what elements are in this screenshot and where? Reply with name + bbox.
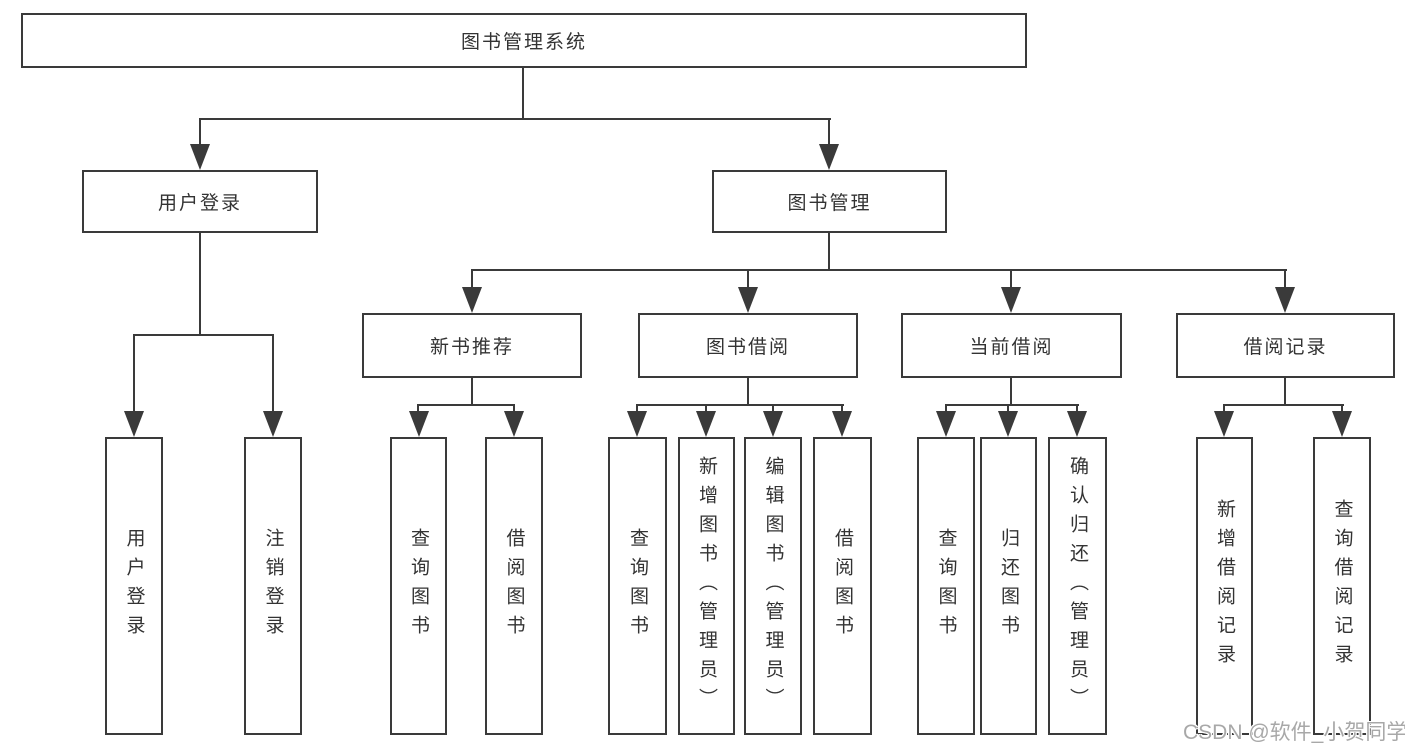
- leaf-current-query-books-label: 查询图书: [935, 528, 957, 644]
- line: [828, 118, 830, 150]
- arrow-head-icon: [696, 411, 716, 437]
- node-new-book-recommend: 新书推荐: [362, 313, 582, 378]
- arrow-head-icon: [1275, 287, 1295, 313]
- leaf-current-query-books: 查询图书: [917, 437, 975, 735]
- leaf-add-books-admin: 新增图书（管理员）: [678, 437, 735, 735]
- arrow-head-icon: [936, 411, 956, 437]
- line: [747, 269, 749, 291]
- leaf-logout-label: 注销登录: [262, 528, 284, 644]
- node-new-book-recommend-label: 新书推荐: [429, 337, 514, 358]
- watermark: CSDN @软件_小贺同学: [1183, 721, 1405, 744]
- arrow-head-icon: [738, 287, 758, 313]
- arrow-head-icon: [462, 287, 482, 313]
- leaf-add-borrow-record: 新增借阅记录: [1196, 437, 1253, 735]
- leaf-borrowing-query-books: 查询图书: [608, 437, 667, 735]
- leaf-add-borrow-record-label: 新增借阅记录: [1214, 499, 1235, 673]
- node-root-label: 图书管理系统: [460, 32, 587, 53]
- line: [1284, 378, 1286, 406]
- line: [636, 404, 638, 416]
- node-root: 图书管理系统: [21, 13, 1027, 68]
- node-borrow-records: 借阅记录: [1176, 313, 1395, 378]
- leaf-query-borrow-record: 查询借阅记录: [1313, 437, 1371, 735]
- leaf-edit-books-admin-label: 编辑图书（管理员）: [762, 455, 784, 717]
- arrow-head-icon: [1067, 411, 1087, 437]
- leaf-return-books: 归还图书: [980, 437, 1037, 735]
- leaf-borrowing-borrow-books: 借阅图书: [813, 437, 872, 735]
- leaf-logout: 注销登录: [244, 437, 302, 735]
- leaf-confirm-return-admin-label: 确认归还（管理员）: [1067, 455, 1088, 717]
- leaf-add-books-admin-label: 新增图书（管理员）: [696, 455, 717, 717]
- node-borrow-records-label: 借阅记录: [1243, 337, 1328, 358]
- arrow-head-icon: [263, 411, 283, 437]
- line: [705, 404, 707, 416]
- line: [945, 404, 947, 416]
- node-user-login-label: 用户登录: [157, 193, 242, 214]
- arrow-head-icon: [763, 411, 783, 437]
- line: [471, 378, 473, 406]
- node-book-borrowing-label: 图书借阅: [705, 337, 790, 358]
- node-current-borrowing: 当前借阅: [901, 313, 1122, 378]
- line: [1341, 404, 1343, 416]
- line: [199, 118, 831, 120]
- leaf-recommend-query-books: 查询图书: [390, 437, 447, 735]
- line: [471, 269, 1287, 271]
- leaf-borrowing-borrow-books-label: 借阅图书: [832, 528, 853, 644]
- leaf-return-books-label: 归还图书: [998, 528, 1019, 644]
- arrow-head-icon: [190, 144, 210, 170]
- line: [417, 404, 515, 406]
- line: [1007, 404, 1009, 416]
- line: [945, 404, 1079, 406]
- line: [522, 68, 524, 119]
- arrow-head-icon: [1332, 411, 1352, 437]
- line: [199, 118, 201, 150]
- line: [471, 269, 473, 291]
- leaf-recommend-borrow-books-label: 借阅图书: [503, 528, 525, 644]
- line: [1010, 378, 1012, 406]
- arrow-head-icon: [819, 144, 839, 170]
- line: [828, 233, 830, 271]
- line: [747, 378, 749, 406]
- line: [1223, 404, 1344, 406]
- node-book-management: 图书管理: [712, 170, 947, 233]
- leaf-recommend-borrow-books: 借阅图书: [485, 437, 543, 735]
- leaf-query-borrow-record-label: 查询借阅记录: [1331, 499, 1353, 673]
- line: [133, 334, 135, 416]
- line: [272, 334, 274, 416]
- line: [1223, 404, 1225, 416]
- arrow-head-icon: [409, 411, 429, 437]
- line: [417, 404, 419, 416]
- line: [199, 233, 201, 336]
- arrow-head-icon: [1001, 287, 1021, 313]
- line: [1284, 269, 1286, 291]
- line: [1010, 269, 1012, 291]
- line: [1076, 404, 1078, 416]
- line: [772, 404, 774, 416]
- line: [841, 404, 843, 416]
- leaf-confirm-return-admin: 确认归还（管理员）: [1048, 437, 1107, 735]
- line: [133, 334, 274, 336]
- arrow-head-icon: [832, 411, 852, 437]
- arrow-head-icon: [1214, 411, 1234, 437]
- leaf-recommend-query-books-label: 查询图书: [408, 528, 429, 644]
- line: [513, 404, 515, 416]
- arrow-head-icon: [124, 411, 144, 437]
- arrow-head-icon: [627, 411, 647, 437]
- arrow-head-icon: [504, 411, 524, 437]
- leaf-user-login: 用户登录: [105, 437, 163, 735]
- arrow-head-icon: [998, 411, 1018, 437]
- line: [636, 404, 844, 406]
- leaf-edit-books-admin: 编辑图书（管理员）: [744, 437, 802, 735]
- node-current-borrowing-label: 当前借阅: [969, 337, 1054, 358]
- node-user-login: 用户登录: [82, 170, 318, 233]
- leaf-borrowing-query-books-label: 查询图书: [627, 528, 648, 644]
- node-book-management-label: 图书管理: [787, 193, 872, 214]
- node-book-borrowing: 图书借阅: [638, 313, 858, 378]
- leaf-user-login-label: 用户登录: [123, 528, 145, 644]
